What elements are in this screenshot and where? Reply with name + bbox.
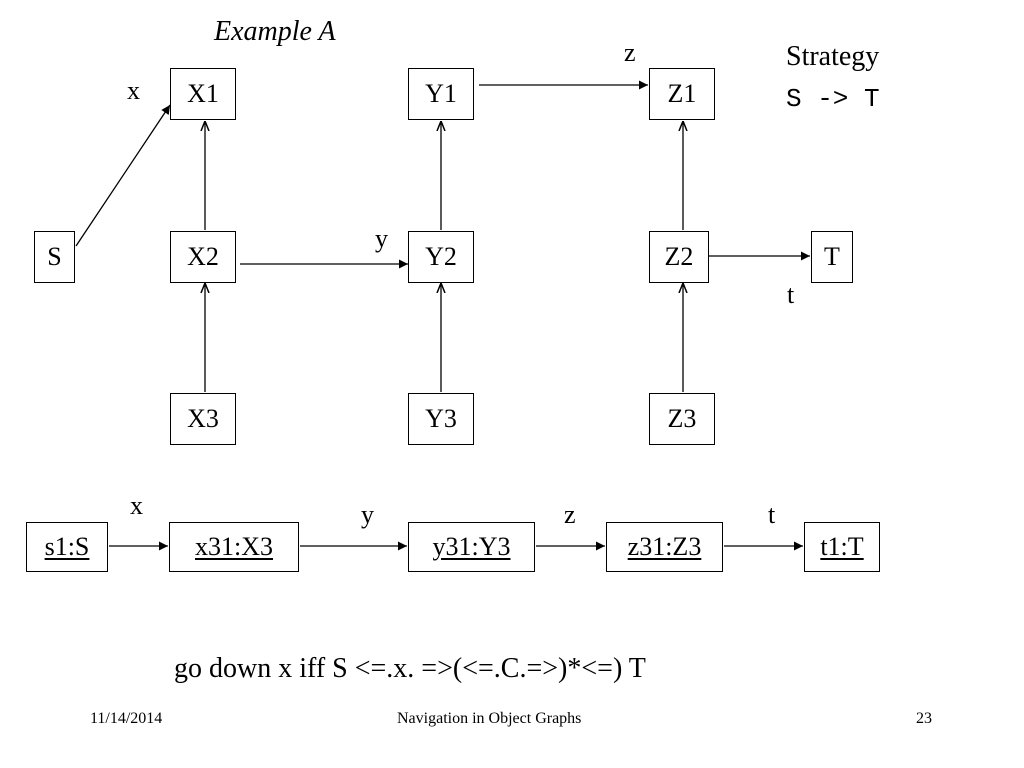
object-node-x31: x31:X3 [169, 522, 299, 572]
object-node-t1-label: t1:T [820, 532, 864, 561]
object-edge-label-t: t [768, 500, 776, 529]
object-node-y31: y31:Y3 [408, 522, 535, 572]
node-x2: X2 [170, 231, 236, 283]
node-z3: Z3 [649, 393, 715, 445]
object-edge-label-z: z [564, 500, 576, 529]
node-x3: X3 [170, 393, 236, 445]
object-node-z31: z31:Z3 [606, 522, 723, 572]
node-y2: Y2 [408, 231, 474, 283]
edge-s-x1 [75, 104, 171, 247]
edge-label-y: y [375, 224, 388, 253]
node-z2: Z2 [649, 231, 709, 283]
object-edge-label-x: x [130, 491, 143, 520]
node-s: S [34, 231, 75, 283]
object-node-t1: t1:T [804, 522, 880, 572]
footer-date: 11/14/2014 [90, 710, 163, 727]
node-y3: Y3 [408, 393, 474, 445]
footer-title: Navigation in Object Graphs [397, 710, 582, 727]
strategy-title: Strategy [786, 41, 880, 72]
object-node-x31-label: x31:X3 [195, 532, 273, 561]
edge-label-x: x [127, 76, 140, 105]
object-node-y31-label: y31:Y3 [432, 532, 511, 561]
slide-title: Example A [214, 16, 336, 47]
edge-label-t: t [787, 280, 795, 309]
node-y1: Y1 [408, 68, 474, 120]
object-edge-label-y: y [361, 500, 374, 529]
object-node-s1: s1:S [26, 522, 108, 572]
node-x1: X1 [170, 68, 236, 120]
node-z1: Z1 [649, 68, 715, 120]
footer-page-number: 23 [916, 710, 932, 727]
node-t: T [811, 231, 853, 283]
edge-label-z: z [624, 38, 636, 67]
traversal-formula: go down x iff S <=.x. =>(<=.C.=>)*<=) T [174, 653, 646, 684]
strategy-expression: S -> T [786, 84, 880, 114]
object-node-s1-label: s1:S [44, 532, 90, 561]
object-node-z31-label: z31:Z3 [627, 532, 702, 561]
